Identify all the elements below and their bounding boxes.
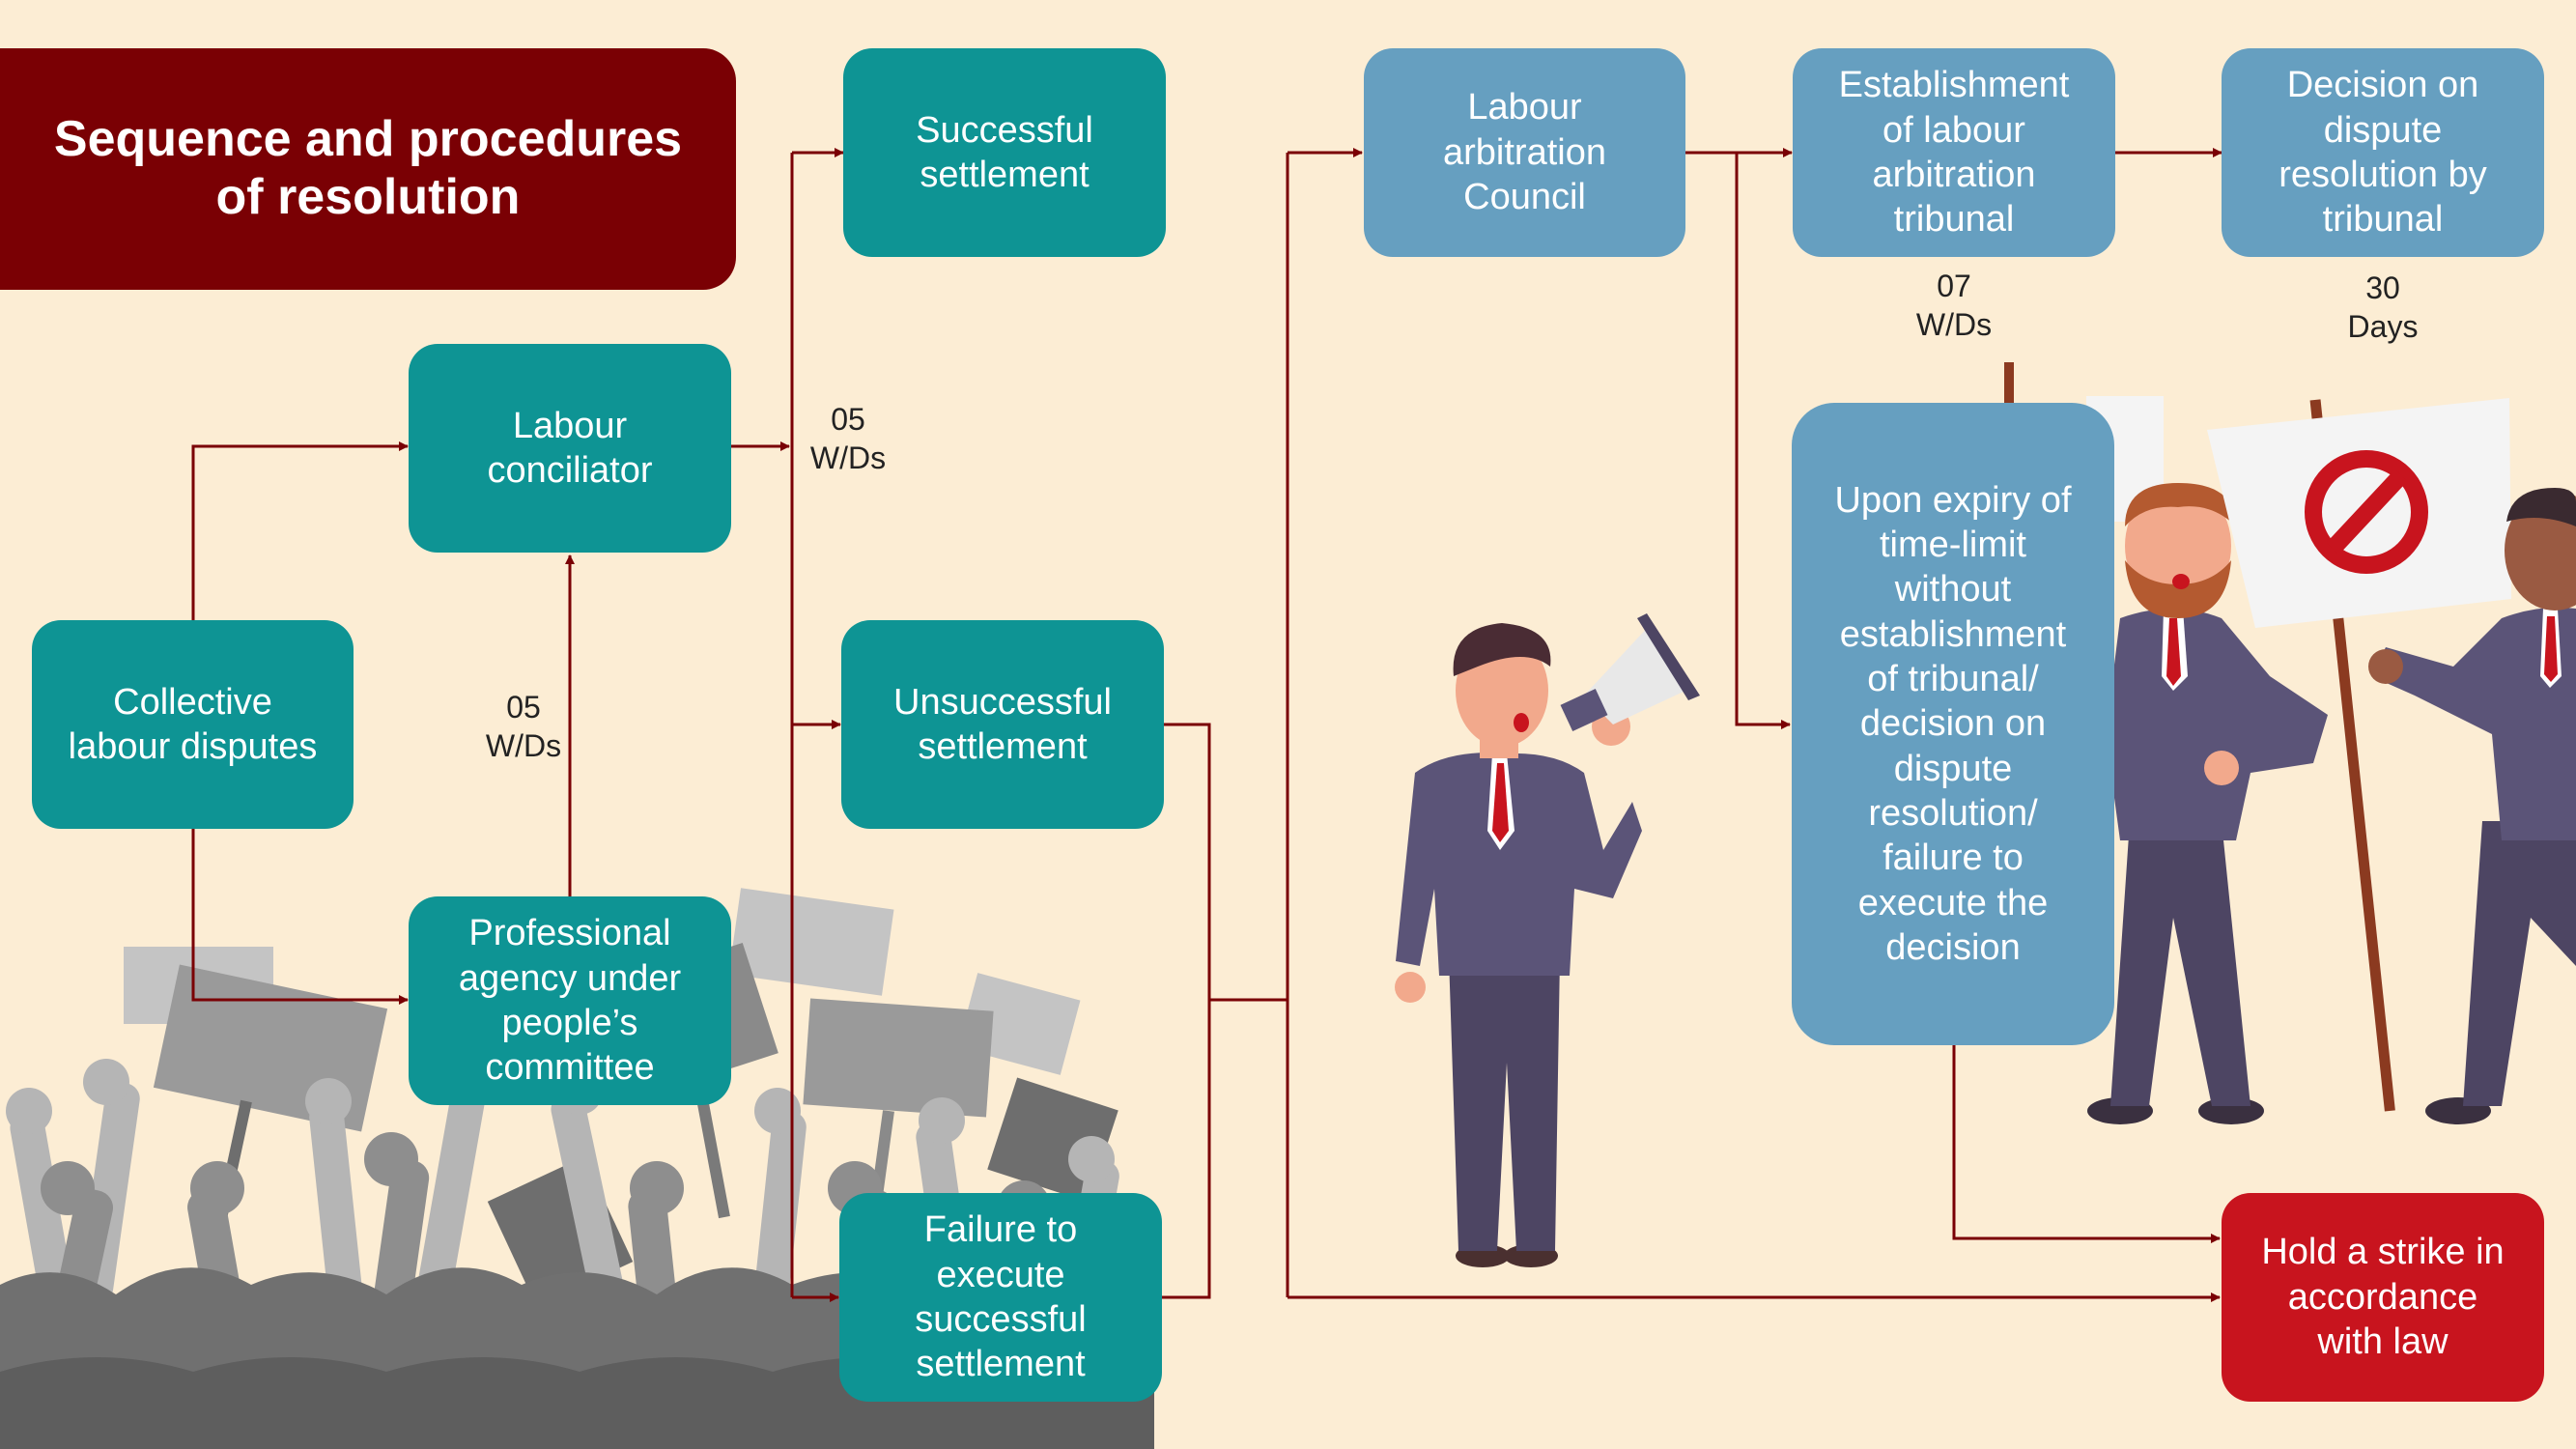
node-unsuccessful-settlement: Unsuccessful settlement [841, 620, 1164, 829]
node-successful-settlement: Successful settlement [843, 48, 1166, 257]
protest-crowd-silhouette [0, 888, 1154, 1449]
node-labour-arbitration-council: Labour arbitration Council [1364, 48, 1685, 257]
node-establishment-tribunal: Establishment of labour arbitration trib… [1793, 48, 2115, 257]
arrow-collective-to-agency [191, 829, 409, 1005]
node-professional-agency: Professional agency under people’s commi… [409, 896, 731, 1105]
node-failure-execute-settlement: Failure to execute successful settlement [839, 1193, 1162, 1402]
prohibition-icon [2305, 450, 2428, 574]
arrow-expiry-to-strike [1952, 1045, 2221, 1243]
page-title: Sequence and procedures of resolution [0, 48, 736, 290]
time-label-tribunal-decision: 30 Days [2347, 270, 2419, 344]
man-with-prohibition-sign [2207, 398, 2576, 1124]
time-label-agency-to-conciliator: 05 W/Ds [485, 690, 562, 763]
node-collective-labour-disputes: Collective labour disputes [32, 620, 354, 829]
merge-line [1162, 723, 1211, 1299]
man-with-megaphone [1395, 613, 1700, 1267]
node-labour-conciliator: Labour conciliator [409, 344, 731, 553]
node-expiry-time-limit: Upon expiry of time-limit without establ… [1792, 403, 2114, 1045]
time-label-tribunal-establish: 07 W/Ds [1915, 269, 1993, 342]
node-hold-strike: Hold a strike in accordance with law [2222, 1193, 2544, 1402]
time-label-conciliator-out: 05 W/Ds [809, 402, 887, 475]
arrow-council-to-expiry [1735, 153, 1791, 729]
node-decision-tribunal: Decision on dispute resolution by tribun… [2222, 48, 2544, 257]
arrow-collective-to-conciliator [191, 441, 409, 620]
